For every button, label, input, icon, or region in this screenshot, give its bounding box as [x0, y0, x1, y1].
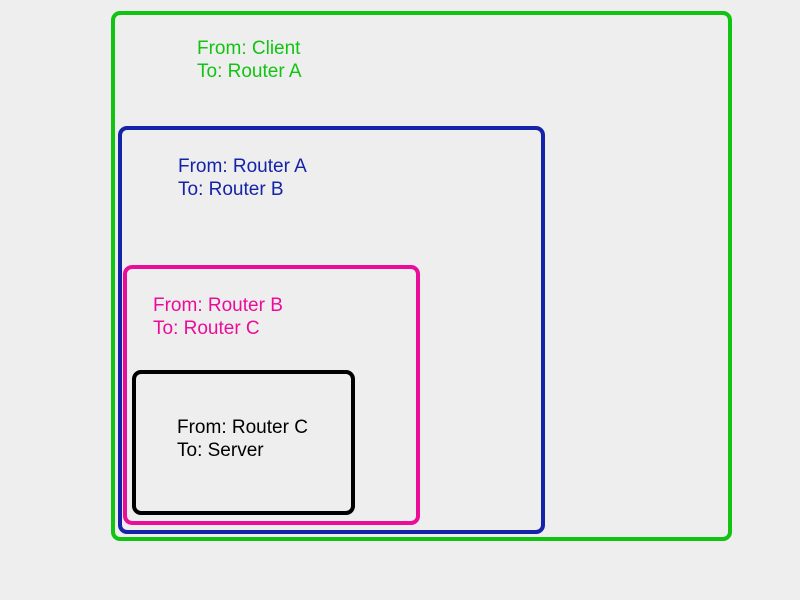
from-text: From: Router C: [177, 417, 308, 438]
hop-box-client-to-router-a: From: Client To: Router A: [111, 11, 732, 541]
to-text: To: Router B: [178, 179, 284, 200]
from-text: From: Client: [197, 38, 301, 59]
to-text: To: Router C: [153, 318, 260, 339]
hop-box-router-a-to-router-b: From: Router A To: Router B: [118, 126, 545, 534]
hop-box-router-c-to-server: From: Router C To: Server: [132, 370, 355, 515]
hop-label: From: Router B To: Router C: [153, 294, 283, 340]
hop-label: From: Router A To: Router B: [178, 155, 307, 201]
from-text: From: Router A: [178, 156, 307, 177]
to-text: To: Server: [177, 440, 264, 461]
hop-label: From: Router C To: Server: [177, 416, 308, 462]
hop-label: From: Client To: Router A: [197, 37, 302, 83]
to-text: To: Router A: [197, 61, 302, 82]
from-text: From: Router B: [153, 295, 283, 316]
hop-box-router-b-to-router-c: From: Router B To: Router C: [123, 265, 420, 525]
